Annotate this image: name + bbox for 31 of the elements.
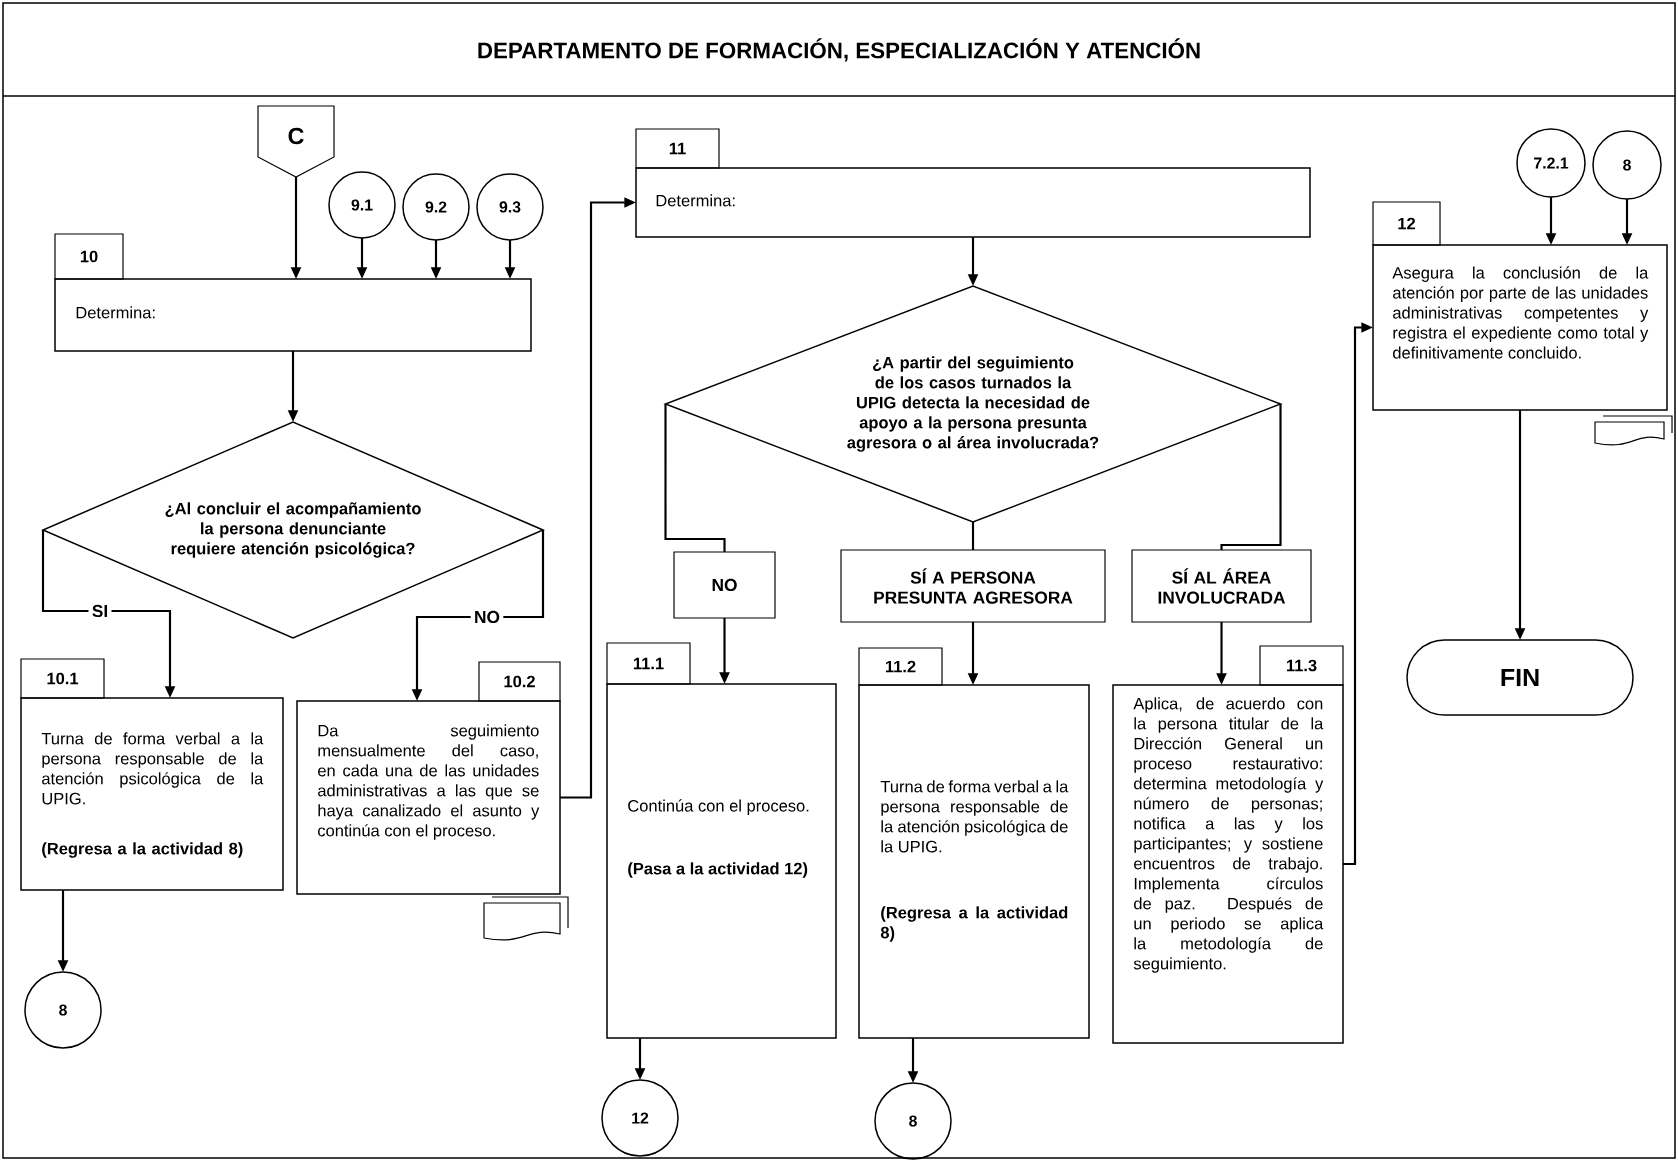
process-box: Turna de forma verbal a la persona responsable de la atención psicológica de la UPIG. (Regresa a la actividad 8) xyxy=(858,684,1090,1039)
step-number-tab: 11 xyxy=(635,128,720,169)
node-label: (Pasa a la actividad 12) xyxy=(628,862,808,878)
process-box: Determina: xyxy=(635,167,1311,238)
option-box: SÍ AL ÁREA INVOLUCRADA xyxy=(1131,549,1312,623)
process-box: Aplica, de acuerdo con la persona titular de la Dirección General un proceso restaurativo: determina metodología y número de personas; notifica a las y los participantes; y sostiene encuentros de trabajo. Implementa círculos de paz. Después de un periodo se aplica la metodología de seguimiento. xyxy=(1112,684,1344,1044)
step-number-tab: 11.3 xyxy=(1259,645,1344,686)
option-box: SÍ A PERSONA PRESUNTA AGRESORA xyxy=(840,549,1106,623)
off-page-connector: C xyxy=(257,105,335,178)
edge-label: NO xyxy=(470,607,504,627)
title: DEPARTAMENTO DE FORMACIÓN, ESPECIALIZACIÓN Y ATENCIÓN xyxy=(478,38,1200,62)
connector-line xyxy=(1220,404,1282,550)
process-box: Determina: xyxy=(54,278,532,352)
node-label: Continúa con el proceso. xyxy=(628,799,809,815)
step-number-tab: 12 xyxy=(1372,201,1441,246)
process-box: Continúa con el proceso. (Pasa a la actividad 12) xyxy=(606,683,837,1039)
step-number-tab: 10.2 xyxy=(478,661,561,702)
step-number-tab: 10 xyxy=(54,233,124,280)
option-box: NO xyxy=(673,551,776,619)
connector-line xyxy=(664,404,726,552)
step-number-tab: 11.2 xyxy=(858,647,943,686)
connector-line xyxy=(971,522,975,550)
edge-label: SI xyxy=(88,601,112,621)
step-number-tab: 10.1 xyxy=(20,658,105,699)
terminal-box: FIN xyxy=(1406,639,1634,716)
process-box: Da seguimiento mensualmente del caso, en cada una de las unidades administrativas a las que se haya canalizado el asunto y continúa con el proceso. xyxy=(296,700,561,895)
step-number-tab: 11.1 xyxy=(606,642,691,685)
process-box: Turna de forma verbal a la persona responsable de la atención psicológica de la UPIG. (Regresa a la actividad 8) xyxy=(20,697,284,891)
process-box: Asegura la conclusión de la atención por parte de las unidades administrativas competentes y registra el expediente como total y definitivamente concluido. xyxy=(1372,244,1668,411)
node-label: Turna de forma verbal a la persona responsable de la atención psicológica de la UPIG. xyxy=(880,780,1069,853)
node-label: (Regresa a la actividad 8) xyxy=(880,906,1068,942)
